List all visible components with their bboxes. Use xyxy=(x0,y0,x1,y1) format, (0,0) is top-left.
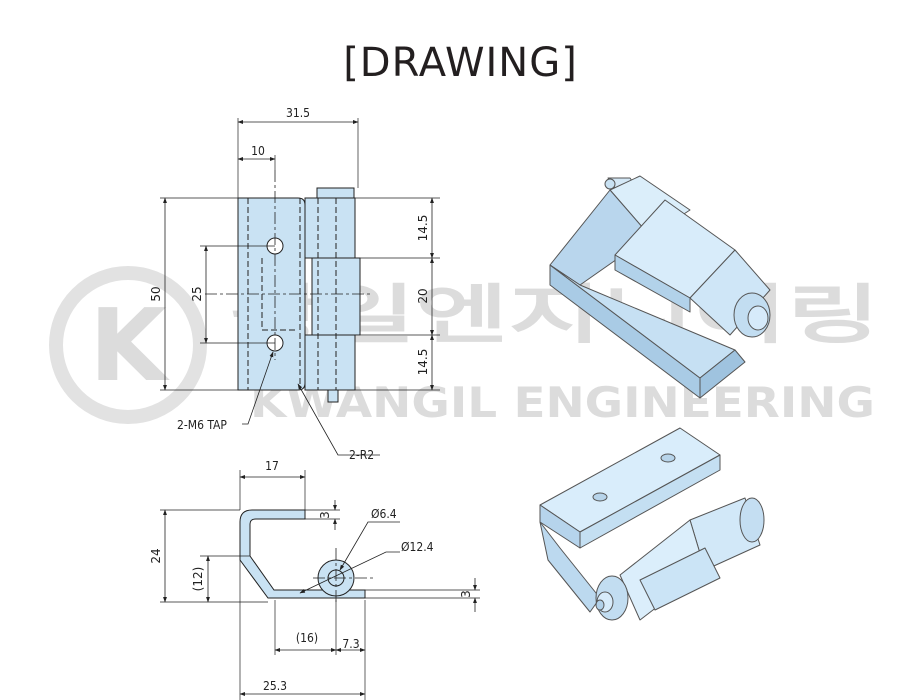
dim-knuckle-offset: 7.3 xyxy=(342,637,359,651)
watermark-logo-circle xyxy=(49,266,207,424)
front-view xyxy=(160,118,440,456)
front-view-dimensions: 31.5 10 50 25 14.5 20 14.5 2-M6 TAP 2-R2 xyxy=(149,106,430,462)
watermark: K 광일엔지니어링 KWANGIL ENGINEERING xyxy=(49,266,880,427)
side-view-dimensions: 17 3 Ø6.4 Ø12.4 24 (12) 3 (16) 7.3 25.3 xyxy=(149,459,473,693)
dim-top-segment: 14.5 xyxy=(416,215,430,242)
dim-overall-width: 25.3 xyxy=(263,679,287,693)
isometric-view-top xyxy=(549,175,771,399)
dim-thickness: 3 xyxy=(318,511,332,519)
radius-label: 2-R2 xyxy=(349,448,374,462)
dim-hole-spacing: 25 xyxy=(190,286,204,301)
dim-top-width: 17 xyxy=(265,459,279,473)
dim-height-overall: 50 xyxy=(149,286,163,301)
dim-knuckle-dia: Ø12.4 xyxy=(401,540,434,554)
dim-hole-offset: 10 xyxy=(251,144,265,158)
watermark-logo-letter: K xyxy=(89,287,170,404)
dim-width-overall: 31.5 xyxy=(286,106,310,120)
dim-inner-offset: (16) xyxy=(296,631,318,645)
page-title: [DRAWING] xyxy=(343,40,578,86)
dim-inner-height: (12) xyxy=(191,567,205,592)
tap-label: 2-M6 TAP xyxy=(177,418,227,432)
dim-pin-dia: Ø6.4 xyxy=(371,507,397,521)
dim-base-thickness: 3 xyxy=(459,590,473,598)
dim-bottom-segment: 14.5 xyxy=(416,349,430,376)
side-view xyxy=(160,470,480,700)
dim-middle-segment: 20 xyxy=(416,288,430,303)
dim-height: 24 xyxy=(149,548,163,563)
isometric-view-bottom xyxy=(539,427,765,621)
